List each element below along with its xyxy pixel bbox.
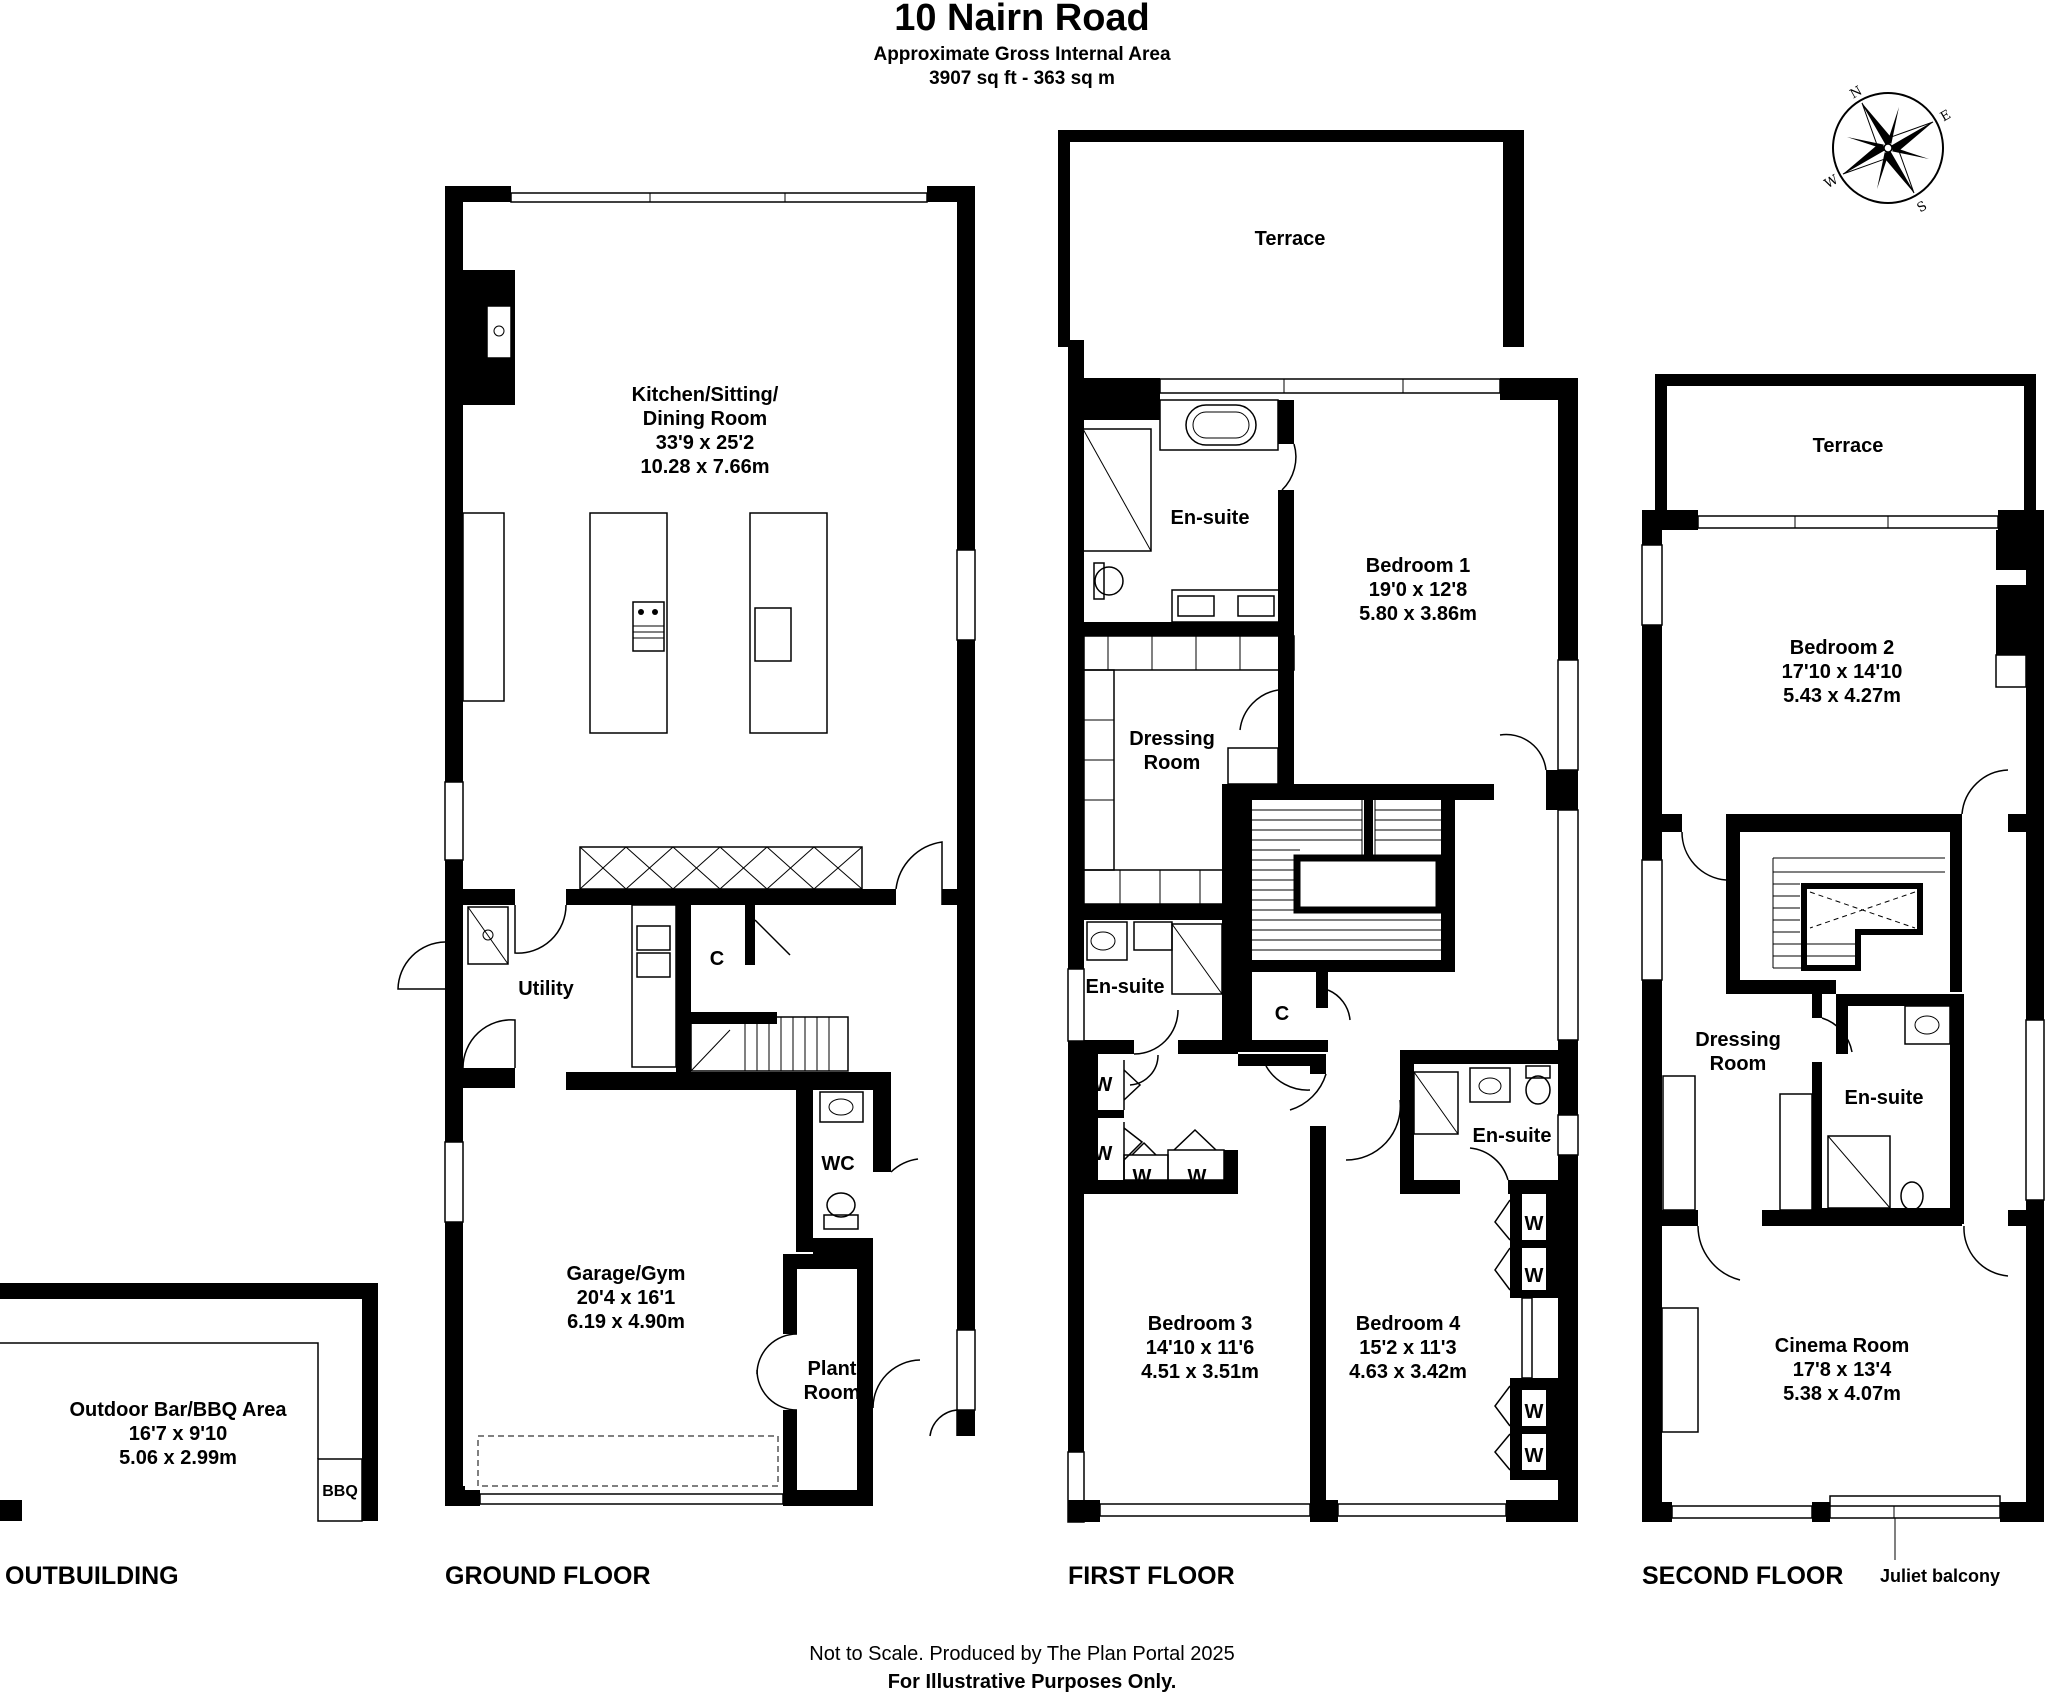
first-terrace-label: Terrace bbox=[1255, 228, 1326, 250]
kitchen-name-line1: Kitchen/Sitting/ bbox=[632, 384, 779, 406]
bedroom3-metric: 4.51 x 3.51m bbox=[1141, 1361, 1259, 1383]
plan-subtitle: Approximate Gross Internal Area bbox=[873, 44, 1170, 65]
bedroom1-name: Bedroom 1 bbox=[1366, 555, 1470, 577]
wardrobe-label-1: W bbox=[1094, 1074, 1113, 1096]
header: 10 Nairn Road Approximate Gross Internal… bbox=[873, 0, 1170, 89]
garage-name: Garage/Gym bbox=[567, 1263, 686, 1285]
bedroom3-imperial: 14'10 x 11'6 bbox=[1146, 1337, 1255, 1359]
kitchen-name-line2: Dining Room bbox=[643, 408, 767, 430]
second-floor-plan: Terrace Bedroom 2 17'10 x 14'10 5.43 x 4… bbox=[1641, 374, 2045, 1586]
second-dressing-line2: Room bbox=[1710, 1053, 1767, 1075]
bedroom2-name: Bedroom 2 bbox=[1790, 637, 1894, 659]
first-dressing-line1: Dressing bbox=[1129, 728, 1215, 750]
footer-disclaimer: For Illustrative Purposes Only. bbox=[888, 1671, 1177, 1693]
compass-rose-icon: N E S W bbox=[1822, 84, 1954, 216]
bedroom4-metric: 4.63 x 3.42m bbox=[1349, 1361, 1467, 1383]
wardrobe-label-2: W bbox=[1094, 1143, 1113, 1165]
ground-floor-label: GROUND FLOOR bbox=[445, 1562, 651, 1590]
outbuilding-bar-imperial: 16'7 x 9'10 bbox=[129, 1423, 228, 1445]
second-terrace-label: Terrace bbox=[1813, 435, 1884, 457]
wardrobe-label-7: W bbox=[1525, 1401, 1544, 1423]
wardrobe-label-3: W bbox=[1133, 1166, 1152, 1188]
footer: Not to Scale. Produced by The Plan Porta… bbox=[809, 1643, 1234, 1693]
wardrobe-label-6: W bbox=[1525, 1265, 1544, 1287]
second-ensuite-label: En-suite bbox=[1845, 1087, 1924, 1109]
bedroom4-imperial: 15'2 x 11'3 bbox=[1359, 1337, 1456, 1359]
ground-cupboard-label: C bbox=[710, 948, 724, 970]
bbq-label: BBQ bbox=[322, 1483, 358, 1500]
plan-area: 3907 sq ft - 363 sq m bbox=[929, 68, 1115, 89]
first-ensuite1-label: En-suite bbox=[1171, 507, 1250, 529]
plant-room-line1: Plant bbox=[808, 1358, 857, 1380]
compass-s-label: S bbox=[1915, 199, 1930, 216]
first-floor-label: FIRST FLOOR bbox=[1068, 1562, 1235, 1590]
bedroom2-metric: 5.43 x 4.27m bbox=[1783, 685, 1901, 707]
juliet-balcony-label: Juliet balcony bbox=[1880, 1566, 2000, 1586]
compass-e-label: E bbox=[1938, 107, 1954, 125]
wardrobe-label-8: W bbox=[1525, 1445, 1544, 1467]
outbuilding-plan: Outdoor Bar/BBQ Area 16'7 x 9'10 5.06 x … bbox=[0, 1283, 378, 1522]
first-cupboard-label: C bbox=[1275, 1003, 1289, 1025]
wc-label: WC bbox=[821, 1153, 854, 1175]
outbuilding-bar-metric: 5.06 x 2.99m bbox=[119, 1447, 237, 1469]
cinema-metric: 5.38 x 4.07m bbox=[1783, 1383, 1901, 1405]
first-ensuite3-label: En-suite bbox=[1473, 1125, 1552, 1147]
bedroom1-imperial: 19'0 x 12'8 bbox=[1369, 579, 1468, 601]
utility-label: Utility bbox=[518, 978, 574, 1000]
cinema-name: Cinema Room bbox=[1775, 1335, 1909, 1357]
ground-floor-plan: Kitchen/Sitting/ Dining Room 33'9 x 25'2… bbox=[397, 186, 976, 1506]
cinema-imperial: 17'8 x 13'4 bbox=[1793, 1359, 1892, 1381]
footer-note: Not to Scale. Produced by The Plan Porta… bbox=[809, 1643, 1234, 1665]
outbuilding-floor-label: OUTBUILDING bbox=[5, 1562, 179, 1590]
first-floor-plan: Terrace En-suite Bedroom 1 19'0 x 12'8 5… bbox=[1058, 130, 1579, 1523]
compass-w-label: W bbox=[1822, 172, 1842, 192]
second-dressing-line1: Dressing bbox=[1695, 1029, 1781, 1051]
garage-imperial: 20'4 x 16'1 bbox=[577, 1287, 676, 1309]
bedroom3-name: Bedroom 3 bbox=[1148, 1313, 1252, 1335]
bedroom4-name: Bedroom 4 bbox=[1356, 1313, 1461, 1335]
bedroom1-metric: 5.80 x 3.86m bbox=[1359, 603, 1477, 625]
bedroom2-imperial: 17'10 x 14'10 bbox=[1782, 661, 1903, 683]
first-ensuite2-label: En-suite bbox=[1086, 976, 1165, 998]
kitchen-metric: 10.28 x 7.66m bbox=[641, 456, 770, 478]
first-dressing-line2: Room bbox=[1144, 752, 1201, 774]
plan-title: 10 Nairn Road bbox=[894, 0, 1150, 39]
wardrobe-label-4: W bbox=[1188, 1166, 1207, 1188]
garage-metric: 6.19 x 4.90m bbox=[567, 1311, 685, 1333]
floor-names: OUTBUILDING GROUND FLOOR FIRST FLOOR SEC… bbox=[5, 1562, 1843, 1590]
outbuilding-bar-name: Outdoor Bar/BBQ Area bbox=[69, 1399, 287, 1421]
plant-room-line2: Room bbox=[804, 1382, 861, 1404]
kitchen-imperial: 33'9 x 25'2 bbox=[656, 432, 755, 454]
wardrobe-label-5: W bbox=[1525, 1213, 1544, 1235]
second-floor-label: SECOND FLOOR bbox=[1642, 1562, 1843, 1590]
